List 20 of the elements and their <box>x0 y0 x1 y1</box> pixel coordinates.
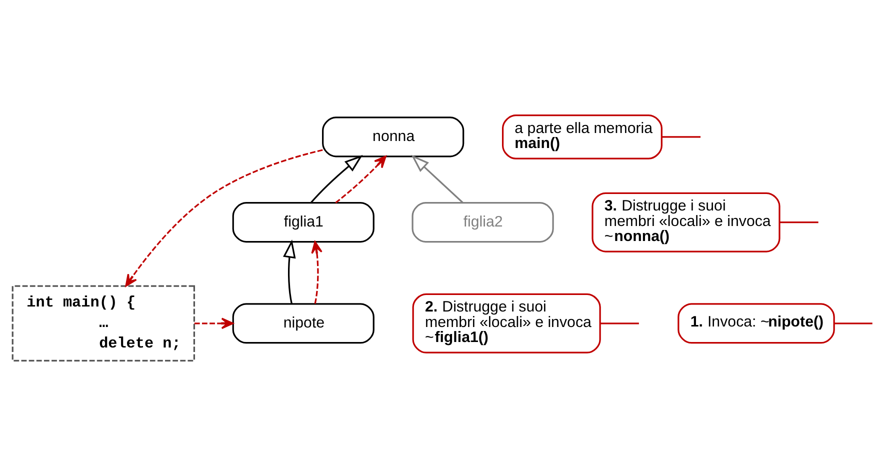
arrow <box>311 240 322 304</box>
connector <box>662 136 701 138</box>
arrow <box>310 154 363 203</box>
connector <box>780 221 818 223</box>
node-box: nipote <box>232 302 374 344</box>
connector <box>834 322 872 324</box>
arrow <box>335 155 386 203</box>
arrow <box>194 317 234 329</box>
node-box: 3. Distrugge i suoi membri «locali» e invoca ~nonna() <box>592 192 780 252</box>
node-box: figlia2 <box>412 202 554 242</box>
node-box: nonna <box>322 116 464 157</box>
node-box: figlia1 <box>232 202 374 242</box>
arrow <box>411 154 464 203</box>
arrow <box>125 148 323 286</box>
connector <box>600 322 639 324</box>
node-box: 1. Invoca: ~nipote() <box>678 302 835 344</box>
arrow <box>283 239 296 304</box>
node-box: 2. Distrugge i suoi membri «locali» e invoca ~figlia1() <box>412 292 601 353</box>
node-box: int main() { … delete n; <box>12 284 196 361</box>
node-box: a parte ella memoria main() <box>502 114 662 159</box>
